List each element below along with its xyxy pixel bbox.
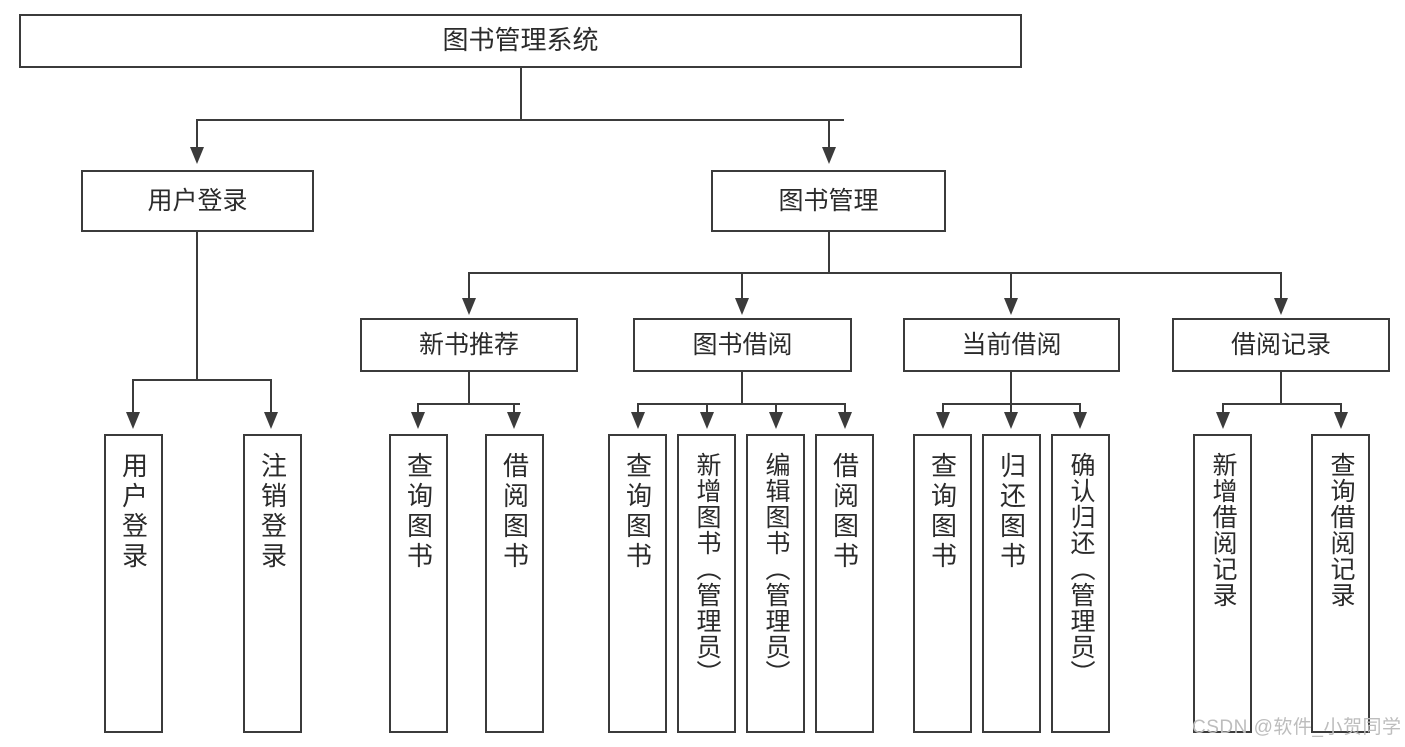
arrowhead-br-to-query <box>1334 412 1348 429</box>
node-label: 归还图书 <box>996 452 1027 572</box>
node-label: 查询图书 <box>927 452 958 572</box>
leaf-user-login[interactable]: 用户登录 <box>104 434 163 733</box>
connector-bb-to-edit <box>775 403 777 414</box>
connector-user-login-bus <box>132 379 271 381</box>
arrowhead-bb-to-borrow <box>838 412 852 429</box>
node-label: 查询图书 <box>403 452 434 572</box>
connector-br-to-add <box>1222 403 1224 414</box>
connector-nb-to-borrow <box>513 403 515 414</box>
arrowhead-root-to-book-management <box>822 147 836 164</box>
node-label: 查询借阅记录 <box>1327 452 1355 608</box>
node-label: 图书管理系统 <box>442 25 599 56</box>
node-label: 借阅记录 <box>1230 330 1331 359</box>
connector-cb-to-query <box>942 403 944 414</box>
leaf-add-borrow-record[interactable]: 新增借阅记录 <box>1193 434 1252 733</box>
connector-book-borrow-bus <box>637 403 845 405</box>
node-current-borrow[interactable]: 当前借阅 <box>903 318 1120 372</box>
connector-bm-to-new-book <box>468 272 470 300</box>
leaf-confirm-return-admin[interactable]: 确认归还（管理员） <box>1051 434 1110 733</box>
arrowhead-bm-to-borrow-record <box>1274 298 1288 315</box>
connector-user-login-to-logout <box>270 379 272 414</box>
arrowhead-bm-to-current-borrow <box>1004 298 1018 315</box>
connector-book-management-stem <box>828 232 830 273</box>
csdn-watermark: CSDN @软件_小贺同学 <box>1192 717 1402 738</box>
node-label: 当前借阅 <box>961 330 1062 359</box>
connector-bb-to-query <box>637 403 639 414</box>
leaf-query-book-current[interactable]: 查询图书 <box>913 434 972 733</box>
node-book-borrow[interactable]: 图书借阅 <box>633 318 852 372</box>
node-label: 新增图书（管理员） <box>693 452 721 686</box>
connector-nb-to-query <box>417 403 419 414</box>
node-label: 新增借阅记录 <box>1209 452 1237 608</box>
arrowhead-bb-to-add <box>700 412 714 429</box>
connector-bm-to-borrow-record <box>1280 272 1282 300</box>
node-label: 用户登录 <box>118 452 149 572</box>
arrowhead-bm-to-book-borrow <box>735 298 749 315</box>
connector-br-to-query <box>1340 403 1342 414</box>
node-label: 编辑图书（管理员） <box>762 452 790 686</box>
connector-bm-to-book-borrow <box>741 272 743 300</box>
arrowhead-bm-to-new-book <box>462 298 476 315</box>
node-user-login[interactable]: 用户登录 <box>81 170 314 232</box>
connector-borrow-record-bus <box>1222 403 1340 405</box>
node-label: 新书推荐 <box>418 330 519 359</box>
node-label: 图书管理 <box>778 186 879 215</box>
connector-current-borrow-stem <box>1010 372 1012 404</box>
connector-book-borrow-stem <box>741 372 743 404</box>
arrowhead-br-to-add <box>1216 412 1230 429</box>
leaf-logout[interactable]: 注销登录 <box>243 434 302 733</box>
node-root-book-management-system[interactable]: 图书管理系统 <box>19 14 1022 68</box>
connector-new-book-bus <box>417 403 520 405</box>
leaf-add-book-admin[interactable]: 新增图书（管理员） <box>677 434 736 733</box>
connector-cb-to-confirm <box>1079 403 1081 414</box>
arrowhead-root-to-user-login <box>190 147 204 164</box>
node-label: 借阅图书 <box>499 452 530 572</box>
connector-bb-to-add <box>706 403 708 414</box>
connector-cb-to-return <box>1010 403 1012 414</box>
connector-root-stem <box>520 68 522 120</box>
connector-root-bus <box>196 119 844 121</box>
node-label: 注销登录 <box>257 452 288 572</box>
connector-borrow-record-stem <box>1280 372 1282 404</box>
arrowhead-user-login-to-logout <box>264 412 278 429</box>
arrowhead-nb-to-borrow <box>507 412 521 429</box>
arrowhead-user-login-to-login <box>126 412 140 429</box>
arrowhead-cb-to-query <box>936 412 950 429</box>
leaf-query-borrow-record[interactable]: 查询借阅记录 <box>1311 434 1370 733</box>
arrowhead-nb-to-query <box>411 412 425 429</box>
leaf-query-book-recommend[interactable]: 查询图书 <box>389 434 448 733</box>
connector-user-login-to-login <box>132 379 134 414</box>
connector-bb-to-borrow <box>844 403 846 414</box>
node-book-management[interactable]: 图书管理 <box>711 170 946 232</box>
connector-root-to-user-login <box>196 119 198 149</box>
arrowhead-bb-to-edit <box>769 412 783 429</box>
node-new-book-recommend[interactable]: 新书推荐 <box>360 318 578 372</box>
arrowhead-cb-to-return <box>1004 412 1018 429</box>
node-label: 图书借阅 <box>692 330 793 359</box>
arrowhead-cb-to-confirm <box>1073 412 1087 429</box>
leaf-return-book[interactable]: 归还图书 <box>982 434 1041 733</box>
leaf-borrow-book-recommend[interactable]: 借阅图书 <box>485 434 544 733</box>
node-label: 查询图书 <box>622 452 653 572</box>
connector-book-management-bus <box>468 272 1281 274</box>
leaf-query-book-borrow[interactable]: 查询图书 <box>608 434 667 733</box>
connector-root-to-book-management <box>828 119 830 149</box>
node-borrow-record[interactable]: 借阅记录 <box>1172 318 1390 372</box>
leaf-edit-book-admin[interactable]: 编辑图书（管理员） <box>746 434 805 733</box>
connector-bm-to-current-borrow <box>1010 272 1012 300</box>
connector-new-book-stem <box>468 372 470 404</box>
node-label: 用户登录 <box>147 186 248 215</box>
node-label: 借阅图书 <box>829 452 860 572</box>
node-label: 确认归还（管理员） <box>1067 452 1095 686</box>
leaf-borrow-book[interactable]: 借阅图书 <box>815 434 874 733</box>
connector-user-login-stem <box>196 232 198 380</box>
arrowhead-bb-to-query <box>631 412 645 429</box>
